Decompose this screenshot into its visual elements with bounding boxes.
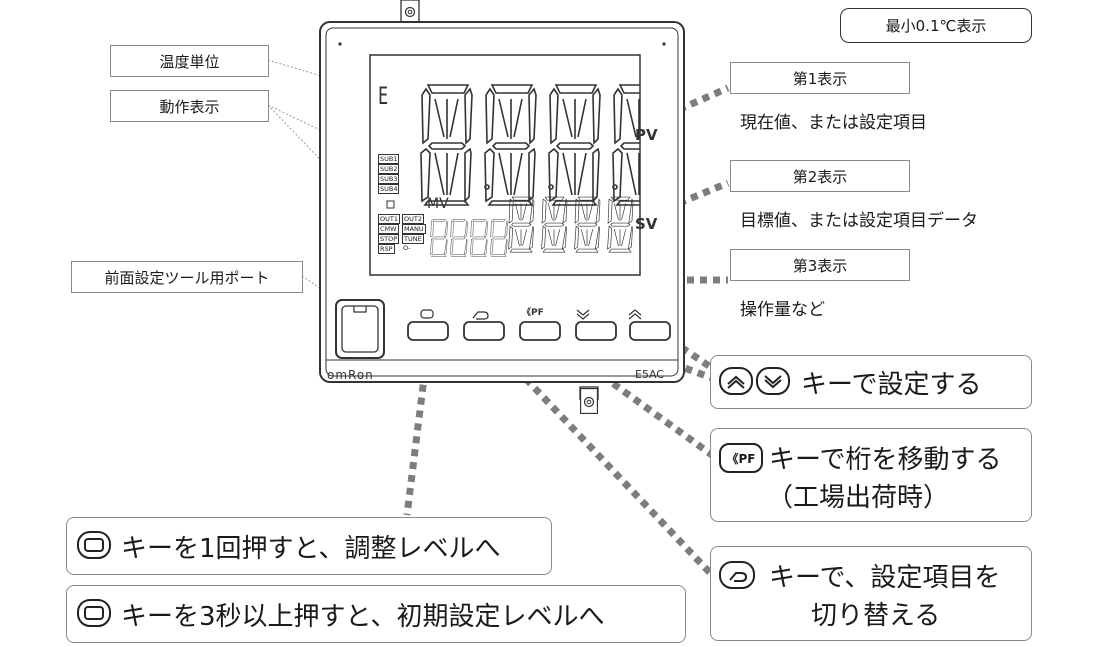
display2-title: 第2表示 (730, 160, 910, 192)
min-resolution-badge: 最小0.1℃表示 (840, 8, 1032, 43)
indicator-out1: OUT1 (378, 214, 400, 224)
callout-pf: 《PF キーで桁を移動する （工場出荷時） (710, 428, 1032, 522)
pv-digit-2 (484, 84, 537, 206)
key-lock-icon: O- (402, 244, 412, 252)
level-key (463, 321, 505, 341)
mode-key (407, 321, 449, 341)
callout-mode-line2: 切り替える (811, 601, 941, 631)
indicator-sub1: SUB1 (378, 154, 400, 164)
callout-level-once-text: キーを1回押すと、調整レベルへ (121, 534, 501, 564)
mode-key-icon (719, 561, 755, 589)
temp-unit-label: 温度単位 (110, 45, 269, 77)
mv-digit-2 (450, 219, 468, 257)
up-key (629, 321, 671, 341)
mv-digit-3 (470, 219, 488, 257)
display3-title: 第3表示 (730, 249, 910, 281)
indicator-rsp: RSP (378, 244, 395, 254)
bottom-mount-tab (580, 388, 598, 414)
callout-pf-line1: キーで桁を移動する (769, 445, 1002, 475)
pf-key-icon: 《PF (719, 443, 763, 473)
pv-label: PV (635, 126, 658, 144)
callout-level-once: キーを1回押すと、調整レベルへ (66, 517, 552, 575)
indicator-stop: STOP (378, 234, 400, 244)
mv-digit-4 (490, 219, 508, 257)
display1-desc: 現在値、または設定項目 (740, 113, 927, 133)
indicator-sub3: SUB3 (378, 174, 400, 184)
indicator-tune: TUNE (402, 234, 424, 244)
indicator-sub2: SUB2 (378, 164, 400, 174)
display1-title: 第1表示 (730, 62, 910, 94)
sv-digit-3 (574, 196, 601, 253)
mv-digit-1 (430, 219, 448, 257)
leader-updown-1 (658, 330, 714, 371)
lcd-display (386, 84, 640, 257)
callout-updown: キーで設定する (710, 355, 1032, 409)
indicator-manu: MANU (402, 224, 426, 234)
up-down-key-icon (719, 367, 790, 395)
down-key (575, 321, 617, 341)
brand-logo: omRon (327, 368, 374, 382)
pv-digit-1 (420, 84, 473, 206)
pv-digit-3 (548, 84, 601, 206)
callout-updown-text: キーで設定する (801, 370, 982, 400)
key-panel (335, 299, 671, 359)
callout-pf-line2: （工場出荷時） (767, 483, 950, 513)
indicator-sub4: SUB4 (378, 184, 400, 194)
pf-key-label: 《PF (522, 308, 544, 318)
callout-level-hold: キーを3秒以上押すと、初期設定レベルへ (66, 585, 686, 643)
callout-level-hold-text: キーを3秒以上押すと、初期設定レベルへ (121, 602, 605, 632)
callout-mode: キーで、設定項目を 切り替える (710, 546, 1032, 641)
sv-label: SV (635, 215, 658, 233)
level-key-icon (77, 599, 111, 627)
sv-digit-4 (607, 196, 634, 253)
indicator-cmw: CMW (378, 224, 399, 234)
callout-mode-line1: キーで、設定項目を (769, 563, 1001, 593)
mv-label: MV (427, 196, 449, 212)
level-key-icon (77, 531, 111, 559)
front-port-label: 前面設定ツール用ポート (71, 261, 303, 293)
op-display-label: 動作表示 (110, 90, 269, 122)
sv-digit-1 (508, 196, 535, 253)
pf-key (519, 321, 561, 341)
temp-unit-glyph: E (378, 82, 389, 110)
sv-digit-2 (541, 196, 568, 253)
indicator-out2: OUT2 (402, 214, 424, 224)
display2-desc: 目標値、または設定項目データ (740, 211, 978, 231)
model-label: E5AC (635, 368, 664, 381)
pv-digit-4 (612, 84, 640, 206)
display3-desc: 操作量など (740, 300, 825, 320)
